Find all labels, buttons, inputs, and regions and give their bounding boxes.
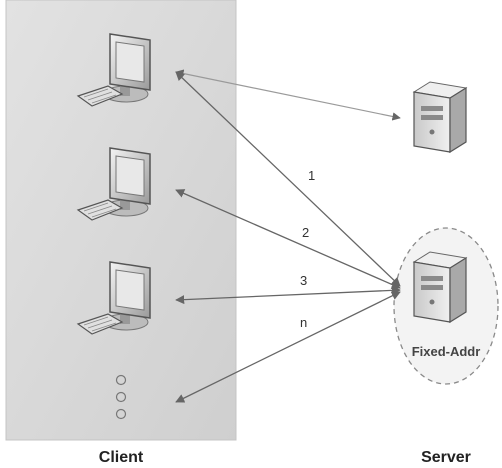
connection-label: 3 bbox=[300, 273, 307, 288]
more-clients-ellipsis bbox=[115, 374, 127, 420]
connection-arrow bbox=[175, 189, 401, 289]
client-label: Client bbox=[99, 449, 144, 466]
ellipsis-dot bbox=[115, 374, 127, 386]
desktop-computer-icon bbox=[76, 261, 151, 335]
connection-label: 1 bbox=[308, 168, 315, 183]
ellipsis-dot bbox=[115, 408, 127, 420]
ellipsis-dot bbox=[115, 391, 127, 403]
fixed-server bbox=[412, 251, 468, 324]
connection-2: 2 bbox=[175, 189, 401, 289]
connection-n: n bbox=[175, 291, 401, 403]
top-server bbox=[412, 81, 468, 154]
fixed-server-label: Fixed-Addr bbox=[412, 344, 481, 359]
computer-1 bbox=[76, 33, 151, 107]
server-label: Server bbox=[421, 449, 471, 466]
computer-2 bbox=[76, 147, 151, 221]
tower-server-icon bbox=[412, 251, 468, 324]
computer-3 bbox=[76, 261, 151, 335]
desktop-computer-icon bbox=[76, 147, 151, 221]
connection-arrow bbox=[175, 291, 401, 403]
connection-label: n bbox=[300, 315, 307, 330]
connection-label: 2 bbox=[302, 225, 309, 240]
desktop-computer-icon bbox=[76, 33, 151, 107]
tower-server-icon bbox=[412, 81, 468, 154]
